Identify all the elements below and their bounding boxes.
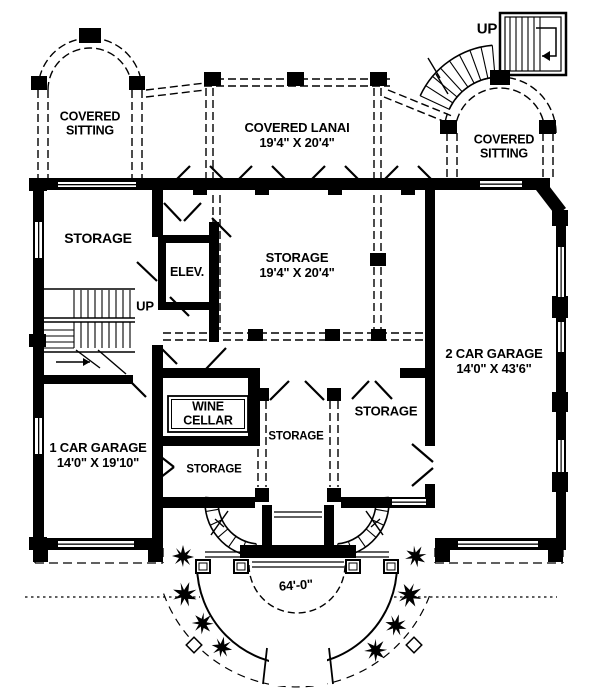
up-label-spiral-stair: UP	[476, 20, 498, 38]
room-label-storage-lower-left: STORAGE	[186, 463, 242, 476]
entry-curved-stairs	[195, 496, 399, 574]
overall-width-dimension: 64'-0"	[276, 576, 316, 595]
paver-diamond	[405, 636, 423, 654]
front-walkway	[196, 564, 398, 686]
room-dims: 14'0" X 19'10"	[56, 455, 140, 470]
up-label-main-stair: UP	[136, 298, 154, 314]
room-label-line: CELLAR	[183, 414, 233, 428]
room-label-covered-sitting-right: COVERED SITTING	[473, 132, 535, 162]
main-staircase	[44, 288, 135, 375]
room-dims: 19'4" X 20'4"	[259, 265, 335, 280]
room-label-line: SITTING	[66, 124, 114, 138]
room-label-storage-upper-left: STORAGE	[64, 229, 132, 246]
room-label-covered-lanai: COVERED LANAI 19'4" X 20'4"	[244, 120, 350, 151]
room-label-storage-corridor: STORAGE	[268, 430, 324, 443]
room-label-elevator: ELEV.	[170, 264, 204, 279]
room-label-covered-sitting-left: COVERED SITTING	[59, 109, 121, 139]
door-swings	[127, 165, 435, 487]
room-dims: 14'0" X 43'6"	[456, 361, 532, 376]
room-label-line: COVERED	[473, 132, 535, 147]
room-label-garage-1car: 1 CAR GARAGE 14'0" X 19'10"	[49, 440, 147, 471]
walls	[29, 28, 568, 558]
room-label-storage-center: STORAGE 19'4" X 20'4"	[259, 250, 335, 281]
room-label-line: 1 CAR GARAGE	[49, 440, 147, 456]
room-label-storage-right: STORAGE	[354, 403, 418, 419]
room-label-line: STORAGE	[265, 250, 329, 266]
plants	[168, 540, 432, 667]
room-label-line: SITTING	[480, 147, 528, 161]
room-label-garage-2car: 2 CAR GARAGE 14'0" X 43'6"	[445, 346, 543, 377]
room-dims: 19'4" X 20'4"	[259, 135, 335, 150]
room-label-line: COVERED	[59, 109, 121, 124]
apron-corner-blocks	[33, 548, 563, 562]
room-label-line: COVERED LANAI	[244, 120, 350, 136]
room-label-line: WINE	[192, 399, 224, 414]
spiral-staircase	[419, 11, 568, 110]
windows-and-doors	[35, 181, 564, 547]
room-label-line: 2 CAR GARAGE	[445, 346, 543, 362]
room-label-wine-cellar: WINE CELLAR	[183, 400, 233, 429]
paver-diamond	[185, 636, 203, 654]
